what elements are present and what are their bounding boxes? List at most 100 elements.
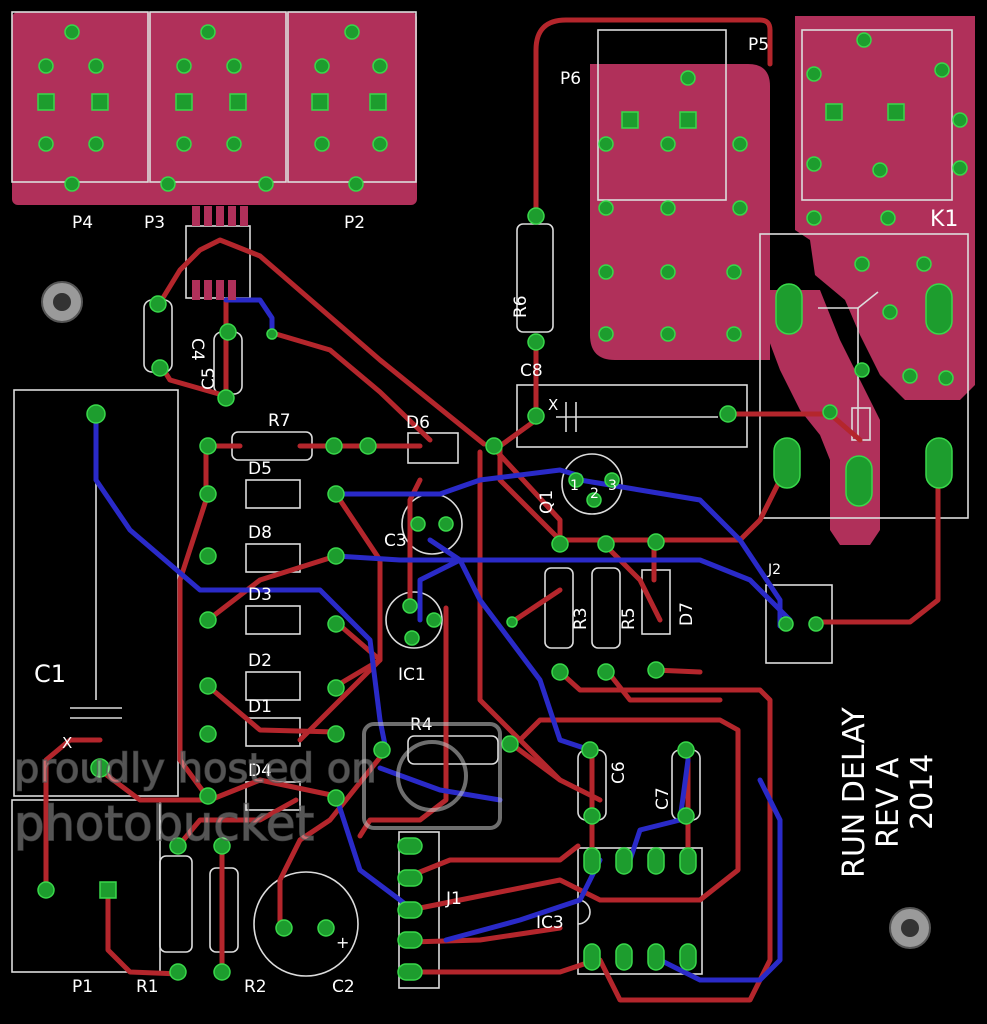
label-r7: R7 — [268, 411, 291, 431]
label-p1: P1 — [72, 977, 93, 997]
watermark-line-1: proudly hosted on — [14, 746, 377, 792]
label-c2: C2 — [332, 977, 355, 997]
th-pads — [37, 207, 824, 981]
trace-ic3-bot-right — [657, 777, 783, 983]
title-line-2: REV A — [871, 757, 906, 848]
label-c4: C4 — [187, 338, 207, 361]
trace-d3-d8 — [205, 553, 339, 623]
label-q1: Q1 — [537, 490, 557, 514]
trace-ic3-c7-bot — [627, 757, 691, 863]
trace-r6-top — [533, 17, 773, 217]
trace-d8-j2 — [333, 553, 793, 623]
trace-ic1-c3 — [407, 477, 423, 605]
trace-r3-ic3 — [557, 669, 773, 1003]
mounting-hole-left-center — [53, 293, 71, 311]
trace-c3-c6 — [427, 537, 593, 753]
label-d5: D5 — [248, 459, 272, 479]
label-p3: P3 — [144, 213, 165, 233]
p3-outline — [149, 11, 287, 183]
label-j1: J1 — [445, 889, 462, 909]
title-line-1: RUN DELAY — [837, 707, 872, 878]
label-c6: C6 — [609, 761, 629, 784]
c8-outline — [516, 384, 748, 448]
trace-q1-j2 — [577, 477, 783, 629]
pour-p6 — [590, 64, 770, 360]
trace-j1-loop — [407, 717, 741, 913]
label-c7: C7 — [653, 787, 673, 810]
ic2-smd-pads — [192, 206, 248, 300]
label-q1-pin1: 1 — [570, 478, 579, 494]
label-ic3: IC3 — [536, 913, 564, 933]
trace-j1-ic3-bot — [443, 857, 603, 943]
label-d6: D6 — [406, 413, 430, 433]
label-c3: C3 — [384, 531, 407, 551]
trace-ic1-bot — [417, 557, 463, 623]
trace-p1-c1 — [43, 737, 103, 893]
d8-body — [245, 543, 301, 573]
label-k1: K1 — [930, 207, 958, 232]
r1-body — [159, 855, 193, 953]
r3-body — [544, 567, 574, 649]
p4-pads — [37, 24, 109, 192]
ic3-pads — [583, 847, 697, 971]
trace-r1-top — [177, 797, 299, 847]
trace-d2-d1 — [205, 683, 339, 735]
board-title: RUN DELAY REV A 2014 — [837, 707, 940, 878]
ic1-outline — [385, 591, 443, 649]
trace-bridge-right — [297, 491, 383, 743]
label-p4: P4 — [72, 213, 93, 233]
trace-r5-ic3 — [605, 669, 723, 703]
trace-d6-down — [477, 449, 563, 783]
trace-ic2-via — [223, 297, 275, 337]
watermark: proudly hosted on photobucket — [13, 722, 502, 853]
label-d3: D3 — [248, 585, 272, 605]
p5-outline — [801, 29, 953, 201]
watermark-line-2: photobucket — [14, 796, 314, 852]
label-c1: C1 — [34, 660, 66, 688]
trace-d3-d2 — [333, 619, 383, 689]
label-d4: D4 — [248, 761, 272, 781]
label-r3: R3 — [571, 607, 591, 630]
p4-outline — [11, 11, 149, 183]
k1-pads — [773, 283, 953, 507]
label-c1-mark: X — [62, 734, 72, 752]
label-r2: R2 — [244, 977, 267, 997]
c2-outline — [253, 871, 359, 977]
trace-relay-j2 — [815, 459, 941, 625]
label-q1-pin3: 3 — [608, 478, 617, 494]
trace-d5-q1 — [333, 467, 583, 497]
p2-pads — [311, 24, 388, 192]
mounting-hole-right-center — [901, 919, 919, 937]
k1-outline — [759, 233, 969, 519]
p6-outline — [597, 29, 727, 201]
label-r5: R5 — [619, 607, 639, 630]
mounting-holes — [41, 281, 931, 949]
ic3-notch — [577, 899, 591, 925]
k1-contact-b — [857, 291, 879, 309]
label-p2: P2 — [344, 213, 365, 233]
watermark-camera-icon — [362, 722, 502, 830]
watermark-camera-lens — [396, 740, 468, 812]
j1-pads — [397, 837, 423, 981]
r5-body — [591, 567, 621, 649]
q1-outline — [561, 453, 623, 515]
label-d2: D2 — [248, 651, 272, 671]
bottom-copper-traces — [93, 297, 793, 983]
label-c5: C5 — [199, 367, 219, 390]
copper-pour-layer — [12, 12, 975, 545]
trace-r7-d6 — [203, 443, 423, 493]
p3-pads — [160, 24, 274, 192]
p5-pads — [806, 32, 968, 420]
component-labels: P4 P3 P2 P5 P6 K1 R6 C8 X R7 D6 Q1 1 2 3… — [34, 35, 958, 997]
trace-ic2-d6 — [155, 237, 487, 447]
pour-connectors-p4-p2 — [12, 12, 417, 205]
trace-bridge-left — [177, 491, 211, 801]
label-c2-plus: + — [336, 933, 349, 952]
trace-c2-r4 — [277, 747, 389, 931]
label-j2: J2 — [767, 562, 781, 578]
trace-j1-ic3b — [407, 925, 563, 945]
trace-via-r3 — [509, 587, 563, 625]
label-r1: R1 — [136, 977, 159, 997]
label-r6: R6 — [511, 295, 531, 318]
